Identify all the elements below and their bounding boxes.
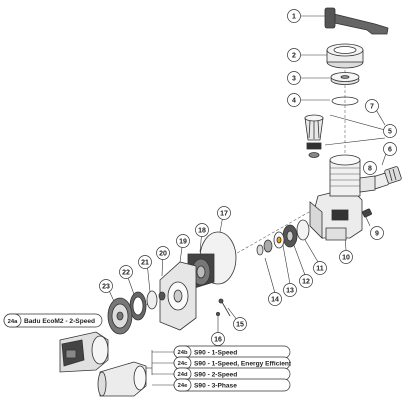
part-small-screw [215,311,220,316]
callout-7 [365,99,379,113]
motor-s90 [97,361,147,397]
callout-labels: 1 2 3 4 5 6 7 8 9 10 11 12 13 14 15 16 1… [102,14,392,344]
callout-11 [313,261,327,275]
callout-9-label: 9 [375,231,379,238]
motor-variant-list: 24b S90 - 1-Speed 24c S90 - 1-Speed, Ene… [173,345,292,392]
motor-variant-code: 24d [178,372,188,378]
callout-1 [287,9,301,23]
motor-variant-code: 24e [178,383,188,389]
callout-9 [370,226,384,240]
callout-20-label: 20 [159,251,167,258]
callout-20 [156,246,170,260]
callout-18-label: 18 [198,228,206,235]
callout-3 [287,71,301,85]
part-intermediate-casing [159,261,197,331]
callout-4-label: 4 [292,98,296,105]
motor-ecom2-code: 24a [8,319,18,325]
part-lid-ring [326,43,364,69]
part-impeller-stack [256,219,310,256]
part-screw [218,298,231,317]
callout-6 [383,142,397,156]
callout-15 [233,317,247,331]
callout-13-label: 13 [286,288,294,295]
callout-15-label: 15 [236,322,244,329]
motor-variant-code: 24b [178,350,188,356]
callout-2 [287,48,301,62]
callout-4 [287,93,301,107]
motor-variant-name: S90 - 1-Speed [194,349,237,356]
motor-ecom2-name: Badu EcoM2 - 2-Speed [24,318,95,325]
motor-variant-code: 24c [178,361,188,367]
callout-22 [119,265,133,279]
callout-13 [283,283,297,297]
part-lid-o-ring [331,96,359,106]
callout-5 [383,124,397,138]
motor-variant-name: S90 - 1-Speed, Energy Efficient [194,360,292,367]
callout-21-label: 21 [141,260,149,267]
motor-variant-24e: 24e S90 - 3-Phase [173,378,291,392]
callout-16 [211,332,225,346]
part-pump-housing [309,154,376,241]
callout-14 [268,292,282,306]
callout-22-label: 22 [122,270,130,277]
motor-variant-24b: 24b S90 - 1-Speed [173,345,291,359]
callout-10-label: 10 [342,255,350,262]
part-drain-plug [362,208,372,218]
motor-variant-name: S90 - 2-Speed [194,371,237,378]
part-strainer-basket [304,114,324,158]
callout-19-label: 19 [179,239,187,246]
callout-1-label: 1 [292,14,296,21]
callout-2-label: 2 [292,53,296,60]
callout-14-label: 14 [271,297,279,304]
motor-ecom2-label: 24a Badu EcoM2 - 2-Speed [3,313,103,328]
callout-10 [339,250,353,264]
callout-markers [99,9,397,346]
callout-11-label: 11 [316,266,324,273]
callout-12 [299,274,313,288]
callout-12-label: 12 [302,279,310,286]
callout-17-label: 17 [220,211,228,218]
callout-16-label: 16 [214,337,222,344]
part-key-wrench [324,7,389,35]
part-lid [330,72,360,85]
callout-23 [99,279,113,293]
callout-5-label: 5 [388,129,392,136]
callout-6-label: 6 [388,147,392,154]
callout-8-label: 8 [368,166,372,173]
motor-variant-24c: 24c S90 - 1-Speed, Energy Efficient [173,356,292,370]
callout-8 [363,161,377,175]
part-seal-rings [129,290,166,321]
motor-ecom2 [59,331,109,373]
callout-7-label: 7 [370,104,374,111]
part-union-fitting [370,166,402,190]
callout-17 [217,206,231,220]
callout-3-label: 3 [292,76,296,83]
part-motor-flange [107,297,133,335]
callout-18 [195,223,209,237]
motor-variant-24d: 24d S90 - 2-Speed [173,367,291,381]
motor-variant-name: S90 - 3-Phase [194,382,237,389]
callout-19 [176,234,190,248]
callout-21 [138,255,152,269]
callout-23-label: 23 [102,284,110,291]
